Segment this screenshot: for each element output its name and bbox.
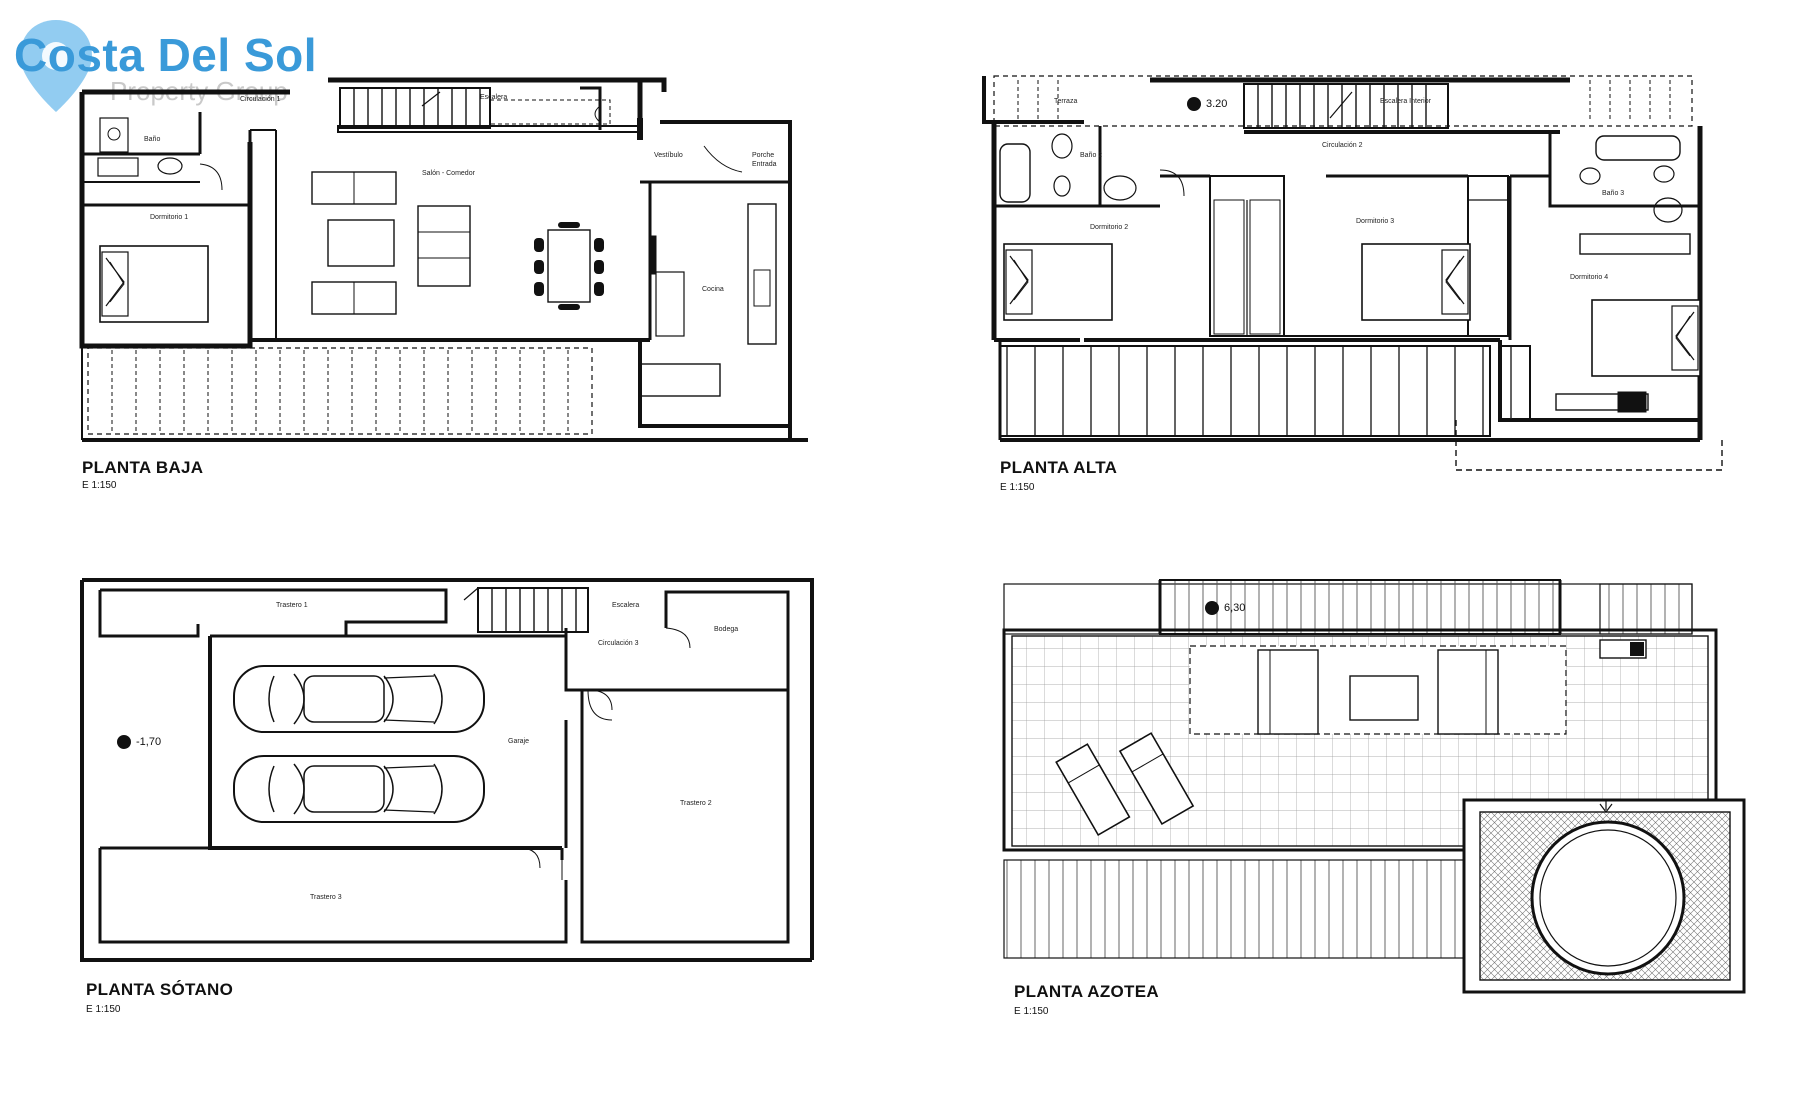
room-escalera-interior: Escalera Interior	[1380, 98, 1431, 105]
room-trastero-3: Trastero 3	[310, 894, 342, 901]
room-escalera: Escalera	[480, 94, 508, 101]
planta-alta-plan	[982, 75, 1723, 471]
room-bano: Baño	[144, 136, 161, 143]
scale-planta-baja: E 1:150	[82, 480, 117, 491]
room-cocina: Cocina	[702, 286, 724, 293]
room-bano-2: Baño 2	[1080, 152, 1103, 159]
room-circulacion-3: Circulación 3	[598, 640, 639, 647]
scale-planta-azotea: E 1:150	[1014, 1006, 1049, 1017]
room-entrada: Entrada	[752, 161, 777, 168]
room-dormitorio-3: Dormitorio 3	[1356, 218, 1395, 225]
scale-planta-sotano: E 1:150	[86, 1004, 121, 1015]
room-vestibulo: Vestíbulo	[654, 152, 683, 159]
room-bodega: Bodega	[714, 626, 739, 633]
room-circulacion-1: Circulación 1	[240, 96, 281, 103]
brand-logo: Costa Del Sol Property Group	[6, 10, 336, 120]
room-circulacion-2: Circulación 2	[1322, 142, 1363, 149]
room-dormitorio-1: Dormitorio 1	[150, 214, 189, 221]
planta-azotea-plan	[1002, 579, 1746, 994]
room-escalera-sotano: Escalera	[612, 602, 640, 609]
level-azotea: 6,30	[1224, 602, 1246, 614]
room-porche: Porche	[752, 152, 775, 159]
planta-baja-plan	[79, 77, 808, 442]
room-dormitorio-4: Dormitorio 4	[1570, 274, 1609, 281]
title-planta-baja: PLANTA BAJA	[82, 458, 204, 477]
title-planta-sotano: PLANTA SÓTANO	[86, 980, 234, 999]
room-garaje: Garaje	[508, 738, 530, 745]
room-bano-3: Baño 3	[1602, 190, 1625, 197]
level-sotano: -1,70	[136, 736, 162, 748]
title-planta-alta: PLANTA ALTA	[1000, 458, 1118, 477]
room-trastero-2: Trastero 2	[680, 800, 712, 807]
room-dormitorio-2: Dormitorio 2	[1090, 224, 1129, 231]
level-alta: 3.20	[1206, 98, 1228, 110]
room-trastero-1: Trastero 1	[276, 602, 308, 609]
brand-name: Costa Del Sol	[14, 29, 318, 81]
room-salon-comedor: Salón - Comedor	[422, 170, 475, 177]
scale-planta-alta: E 1:150	[1000, 482, 1035, 493]
room-terraza: Terraza	[1054, 98, 1078, 105]
planta-sotano-plan	[80, 578, 814, 962]
map-pin-icon	[20, 20, 92, 112]
title-planta-azotea: PLANTA AZOTEA	[1014, 982, 1159, 1001]
